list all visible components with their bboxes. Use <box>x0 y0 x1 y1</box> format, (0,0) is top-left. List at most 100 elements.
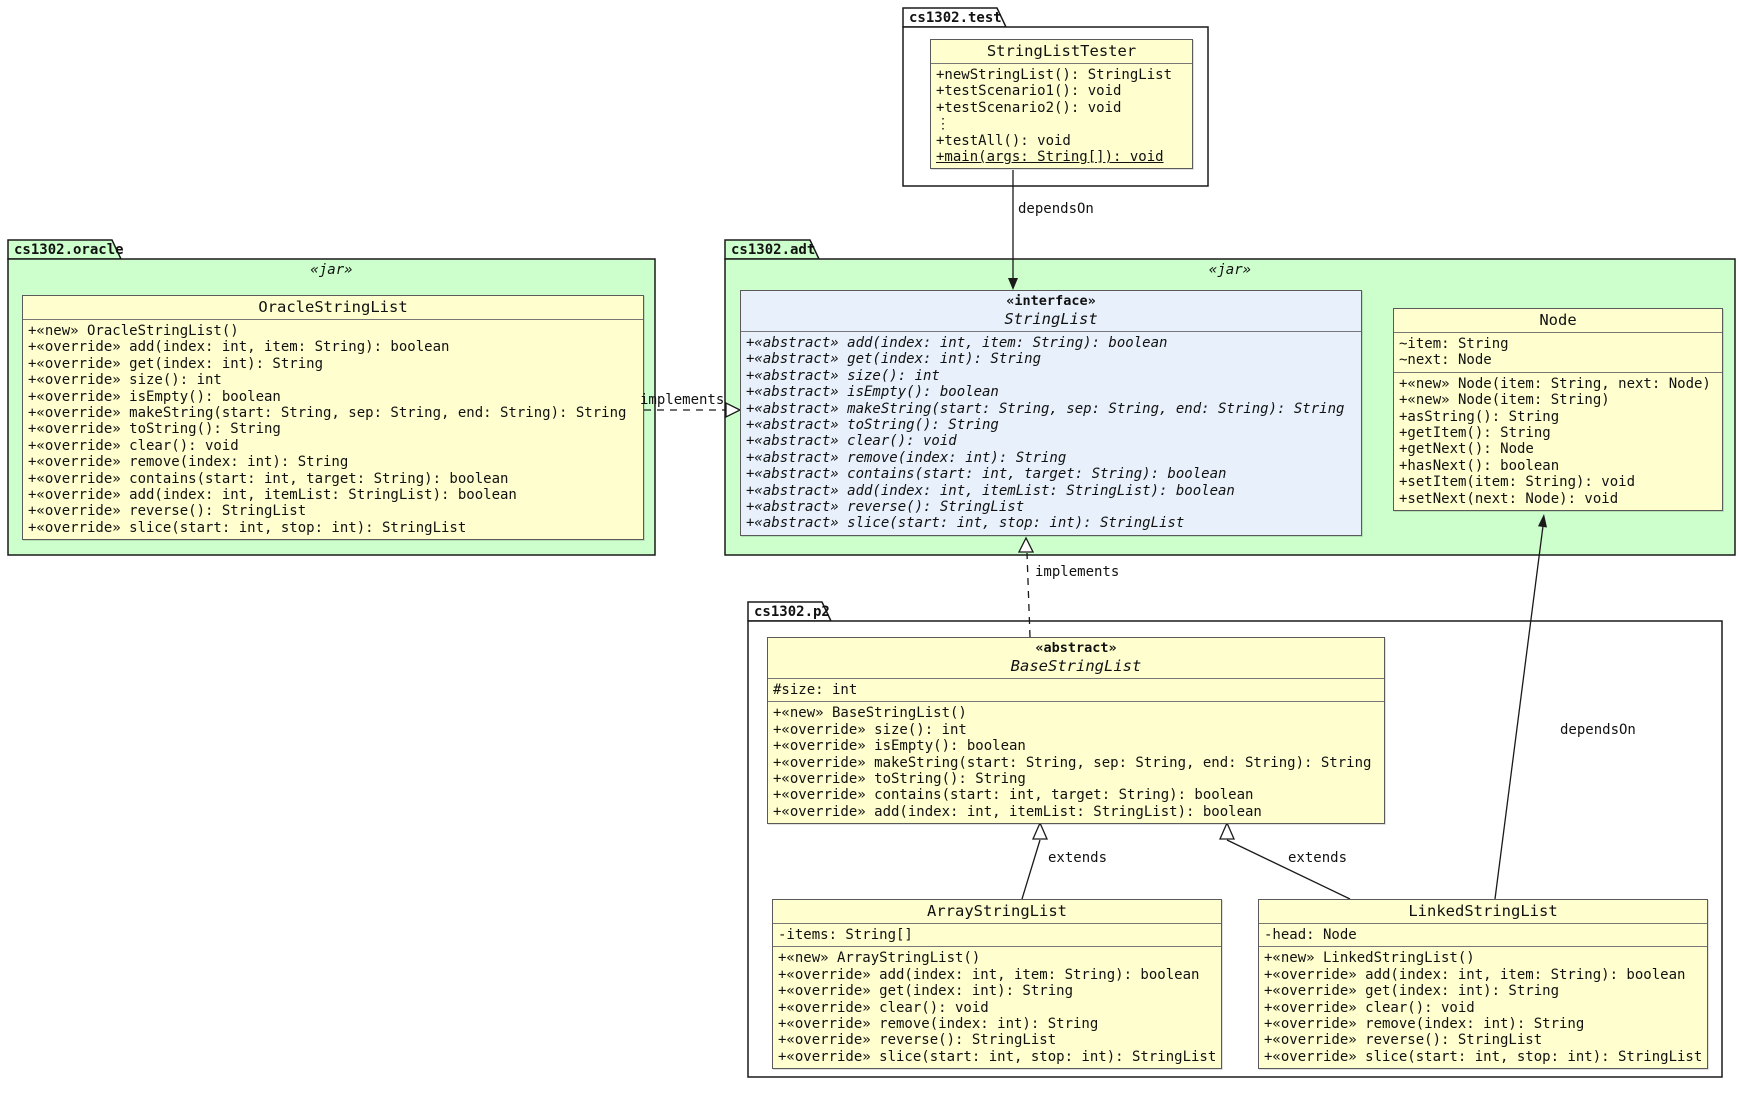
class-arraystringlist-attributes: -items: String[] <box>773 923 1221 946</box>
member-line: +«override» get(index: int): String <box>28 355 324 372</box>
extends-right-triangle <box>1219 821 1235 840</box>
depends-on-top-arrowhead <box>1008 278 1018 290</box>
member-line: +«override» slice(start: int, stop: int)… <box>778 1048 1217 1065</box>
class-node: Node ~item: String~next: Node +«new» Nod… <box>1393 308 1723 511</box>
member-line: +«override» slice(start: int, stop: int)… <box>1264 1048 1703 1065</box>
member-line: +«abstract» makeString(start: String, se… <box>746 400 1345 417</box>
member-line: +«override» reverse(): StringList <box>28 503 307 520</box>
extends-left-line <box>1021 839 1041 900</box>
member-line: +«new» Node(item: String, next: Node) <box>1399 375 1711 392</box>
class-oraclestringlist-members: +«new» OracleStringList()+«override» add… <box>23 319 643 539</box>
package-adt-jar-stereotype: «jar» <box>1208 262 1252 278</box>
interface-stringlist-members: +«abstract» add(index: int, item: String… <box>741 331 1361 535</box>
member-line: -items: String[] <box>778 927 913 943</box>
implements-mid-line <box>1026 552 1031 638</box>
member-line: +«override» contains(start: int, target:… <box>773 787 1254 804</box>
member-line: +«abstract» slice(start: int, stop: int)… <box>746 515 1185 532</box>
interface-stereotype: «interface» <box>1006 293 1096 309</box>
member-line: ⋮ <box>936 116 950 133</box>
package-test-name: cs1302.test <box>909 10 1002 26</box>
edge-label-extends-right: extends <box>1288 850 1348 866</box>
member-line: +«abstract» contains(start: int, target:… <box>746 466 1227 483</box>
member-line: +«new» Node(item: String) <box>1399 392 1610 409</box>
interface-stringlist-title: StringList <box>1004 310 1098 328</box>
class-arraystringlist-members: +«new» ArrayStringList()+«override» add(… <box>773 946 1221 1068</box>
member-line: +«override» slice(start: int, stop: int)… <box>28 519 467 536</box>
implements-mid-triangle <box>1017 536 1035 553</box>
member-line: +«override» get(index: int): String <box>1264 983 1560 1000</box>
extends-left-triangle <box>1032 821 1048 840</box>
package-oracle-name: cs1302.oracle <box>14 242 124 258</box>
member-line: +«override» remove(index: int): String <box>1264 1015 1585 1032</box>
member-line: +getNext(): Node <box>1399 441 1534 458</box>
member-line: +«override» get(index: int): String <box>778 983 1074 1000</box>
class-arraystringlist-title: ArrayStringList <box>927 902 1067 920</box>
member-line: +«abstract» clear(): void <box>746 433 957 450</box>
edge-label-dependson-right: dependsOn <box>1560 722 1636 738</box>
member-line: +«override» makeString(start: String, se… <box>773 754 1372 771</box>
member-line: +«override» contains(start: int, target:… <box>28 470 509 487</box>
member-line: +«override» add(index: int, item: String… <box>28 339 450 356</box>
member-line: +«override» add(index: int, itemList: St… <box>28 486 517 503</box>
member-line: +testAll(): void <box>936 132 1071 149</box>
class-linkedstringlist-title: LinkedStringList <box>1408 902 1558 920</box>
member-line: +«override» isEmpty(): boolean <box>28 388 281 405</box>
member-line: +«override» remove(index: int): String <box>28 454 349 471</box>
member-line: +«override» size(): int <box>773 721 967 738</box>
member-line: +«override» add(index: int, itemList: St… <box>773 803 1262 820</box>
member-line: +«override» isEmpty(): boolean <box>773 738 1026 755</box>
class-oraclestringlist-title: OracleStringList <box>258 298 408 316</box>
member-line: +setItem(item: String): void <box>1399 474 1636 491</box>
package-oracle-jar-stereotype: «jar» <box>310 262 353 278</box>
implements-left-triangle <box>725 401 742 419</box>
class-linkedstringlist-attributes: -head: Node <box>1259 923 1707 946</box>
member-line: +asString(): String <box>1399 408 1560 425</box>
member-line: +«override» clear(): void <box>28 437 239 454</box>
class-linkedstringlist: LinkedStringList -head: Node +«new» Link… <box>1258 899 1708 1070</box>
class-stringlisttester-title: StringListTester <box>986 42 1137 60</box>
edge-label-implements-mid: implements <box>1035 564 1120 580</box>
member-line: +«abstract» toString(): String <box>746 416 999 433</box>
member-line: +«override» makeString(start: String, se… <box>28 404 627 421</box>
depends-on-right-line <box>1494 525 1544 900</box>
member-line: +«override» reverse(): StringList <box>778 1032 1057 1049</box>
class-linkedstringlist-members: +«new» LinkedStringList()+«override» add… <box>1259 946 1707 1068</box>
depends-on-right-arrowhead <box>1538 514 1547 528</box>
member-line: +main(args: String[]): void <box>936 148 1164 165</box>
member-line: +«new» OracleStringList() <box>28 323 239 339</box>
member-line: +«abstract» size(): int <box>746 367 940 384</box>
member-line: +«new» BaseStringList() <box>773 705 967 722</box>
member-line: +«override» add(index: int, item: String… <box>1264 966 1686 983</box>
member-line: +«override» add(index: int, item: String… <box>778 966 1200 983</box>
edge-label-implements-left: implements <box>640 392 725 408</box>
member-line: +testScenario2(): void <box>936 99 1122 116</box>
package-p2-name: cs1302.p2 <box>754 604 830 620</box>
class-node-title: Node <box>1539 311 1577 329</box>
member-line: -head: Node <box>1264 927 1357 943</box>
member-line: +«abstract» remove(index: int): String <box>746 449 1067 466</box>
class-basestringlist-members: +«new» BaseStringList()+«override» size(… <box>768 701 1384 823</box>
member-line: +getItem(): String <box>1399 424 1551 441</box>
package-adt-name: cs1302.adt <box>731 242 816 258</box>
member-line: +testScenario1(): void <box>936 83 1122 100</box>
member-line: +«override» remove(index: int): String <box>778 1015 1099 1032</box>
member-line: #size: int <box>773 682 858 698</box>
member-line: +«abstract» add(index: int, item: String… <box>746 335 1168 351</box>
edge-label-dependson-top: dependsOn <box>1018 201 1094 217</box>
member-line: +hasNext(): boolean <box>1399 457 1560 474</box>
class-node-attributes: ~item: String~next: Node <box>1394 332 1722 372</box>
member-line: ~item: String <box>1399 336 1509 352</box>
class-basestringlist-title: BaseStringList <box>1010 657 1142 675</box>
member-line: +«override» toString(): String <box>773 770 1026 787</box>
class-stringlisttester-members: +newStringList(): StringList+testScenari… <box>931 63 1192 168</box>
member-line: ~next: Node <box>1399 352 1492 369</box>
member-line: +«abstract» reverse(): StringList <box>746 498 1025 515</box>
member-line: +setNext(next: Node): void <box>1399 490 1619 507</box>
member-line: +«override» clear(): void <box>1264 999 1475 1016</box>
member-line: +«new» ArrayStringList() <box>778 950 981 967</box>
edge-label-extends-left: extends <box>1048 850 1108 866</box>
member-line: +«abstract» get(index: int): String <box>746 351 1042 368</box>
class-arraystringlist: ArrayStringList -items: String[] +«new» … <box>772 899 1222 1070</box>
class-basestringlist-header: «abstract» BaseStringList <box>768 638 1384 678</box>
